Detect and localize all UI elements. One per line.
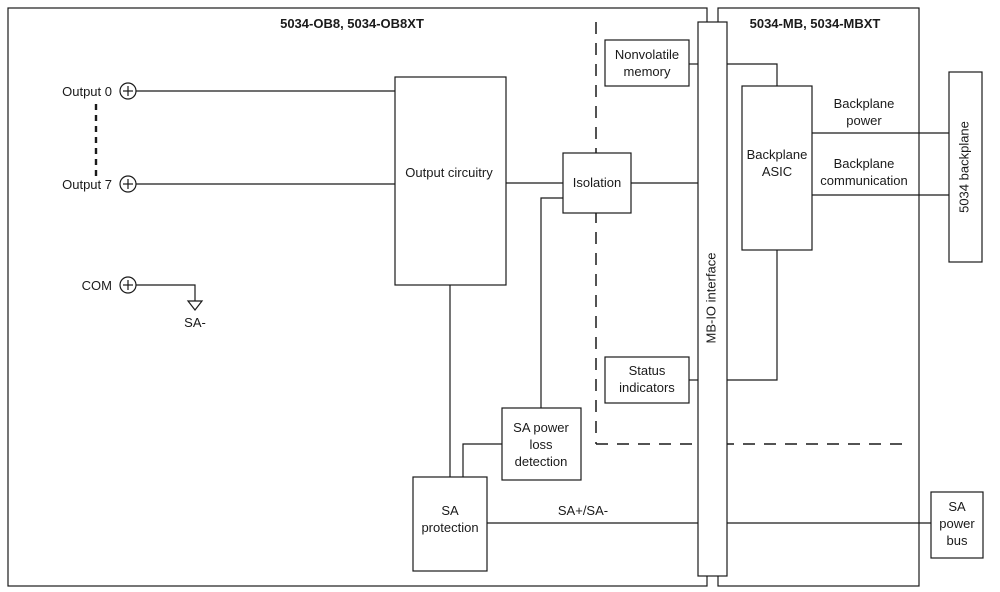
status-indicators-label-line2: indicators	[619, 380, 675, 395]
com-label: COM	[82, 278, 112, 293]
io-module-title: 5034-OB8, 5034-OB8XT	[280, 16, 424, 31]
isolation-label: Isolation	[573, 175, 621, 190]
sa-power-bus-label-line2: power	[939, 516, 975, 531]
backplane-power-label-line2: power	[846, 113, 882, 128]
nonvolatile-memory-label-line1: Nonvolatile	[615, 47, 679, 62]
com-wire	[136, 284, 196, 301]
ground-symbol-icon	[186, 300, 204, 311]
sa-protection-label-line1: SA	[441, 503, 459, 518]
sa-minus-label: SA-	[184, 315, 206, 330]
io-module-enclosure	[7, 7, 708, 587]
backplane-power-label-line1: Backplane	[834, 96, 895, 111]
output-circuitry-block	[394, 76, 507, 286]
sa-protection-block	[412, 476, 488, 572]
asic-to-mbio-bottom-wire	[727, 250, 778, 381]
sa-power-bus-label-line1: SA	[948, 499, 966, 514]
sa-power-bus-block	[930, 491, 984, 559]
detection-to-isolation-wire	[540, 197, 563, 408]
output-7-label: Output 7	[62, 177, 112, 192]
sa-protection-label-line2: protection	[421, 520, 478, 535]
nonvolatile-memory-block	[604, 39, 690, 87]
nonvolatile-memory-label-line2: memory	[624, 64, 671, 79]
backplane-5034-label: 5034 backplane	[956, 121, 971, 213]
status-indicators-block	[604, 356, 690, 404]
backplane-asic-label-line2: ASIC	[762, 164, 792, 179]
adapter-module-title: 5034-MB, 5034-MBXT	[750, 16, 881, 31]
sa-power-loss-label-line1: SA power	[513, 420, 569, 435]
backplane-asic-label-line1: Backplane	[747, 147, 808, 162]
protection-to-detection-wire	[462, 443, 502, 477]
sa-power-loss-detection-block	[501, 407, 582, 481]
backplane-asic-block	[741, 85, 813, 251]
output-7-terminal-icon	[119, 175, 137, 193]
sa-power-loss-label-line2: loss	[529, 437, 553, 452]
output-0-label: Output 0	[62, 84, 112, 99]
mbio-interface-block	[697, 21, 728, 577]
com-terminal-icon	[119, 276, 137, 294]
backplane-5034-block	[948, 71, 983, 263]
isolation-block	[562, 152, 632, 214]
backplane-communication-label-line1: Backplane	[834, 156, 895, 171]
sa-power-bus-label-line3: bus	[947, 533, 968, 548]
mbio-interface-label: MB-IO interface	[703, 252, 718, 343]
output-0-terminal-icon	[119, 82, 137, 100]
mbio-to-asic-top-wire	[727, 63, 778, 86]
output-circuitry-label: Output circuitry	[405, 165, 493, 180]
status-indicators-label-line1: Status	[629, 363, 666, 378]
backplane-communication-label-line2: communication	[820, 173, 907, 188]
sa-bus-label: SA+/SA-	[558, 503, 608, 518]
sa-power-loss-label-line3: detection	[515, 454, 568, 469]
